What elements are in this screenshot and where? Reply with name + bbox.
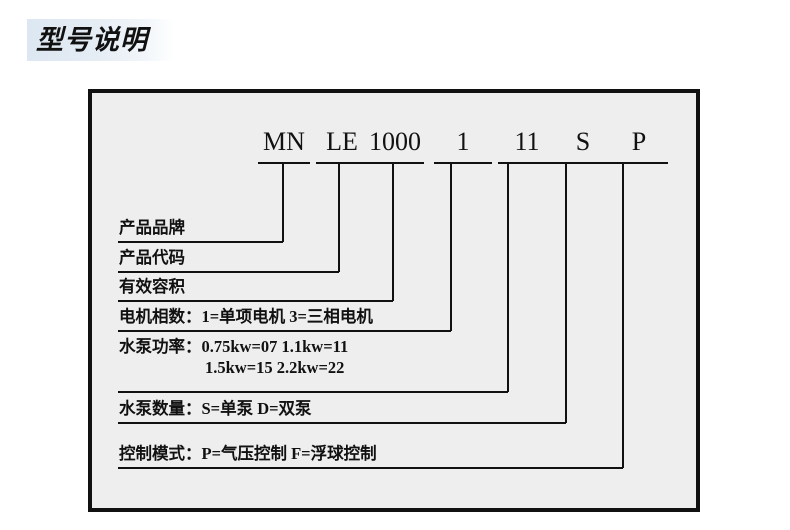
legend-row-pump-count: 水泵数量：S=单泵 D=双泵 xyxy=(119,398,312,419)
connector-lines xyxy=(118,162,668,469)
legend-label-control-mode: 控制模式： xyxy=(119,444,202,463)
legend-label-motor-phase: 电机相数： xyxy=(119,307,202,326)
legend-values-pump-power-line2: 1.5kw=15 2.2kw=22 xyxy=(205,358,345,378)
model-code-diagram-panel: MN LE 1000 1 11 S P 产品品牌 产品代码 有效容积 电机相数：… xyxy=(88,89,700,512)
legend-values-control-mode: P=气压控制 F=浮球控制 xyxy=(201,444,377,463)
legend-label-pump-power: 水泵功率： xyxy=(119,337,202,356)
legend-values-pump-power: 0.75kw=07 1.1kw=11 xyxy=(201,337,349,356)
legend-label-brand: 产品品牌 xyxy=(119,218,185,237)
legend-row-motor-phase: 电机相数：1=单项电机 3=三相电机 xyxy=(119,306,373,327)
page-title-banner: 型号说明 xyxy=(27,19,175,61)
legend-row-product-code: 产品代码 xyxy=(119,247,185,268)
legend-row-pump-power: 水泵功率：0.75kw=07 1.1kw=11 1.5kw=15 2.2kw=2… xyxy=(119,336,348,378)
legend-row-control-mode: 控制模式：P=气压控制 F=浮球控制 xyxy=(119,443,377,464)
legend-values-pump-count: S=单泵 D=双泵 xyxy=(201,399,312,418)
legend-label-pump-count: 水泵数量： xyxy=(119,399,202,418)
page-title: 型号说明 xyxy=(36,24,148,56)
legend-label-product-code: 产品代码 xyxy=(119,248,185,267)
legend-label-volume: 有效容积 xyxy=(119,277,185,296)
legend-row-volume: 有效容积 xyxy=(119,276,185,297)
legend-row-brand: 产品品牌 xyxy=(119,217,185,238)
legend-values-motor-phase: 1=单项电机 3=三相电机 xyxy=(201,307,373,326)
